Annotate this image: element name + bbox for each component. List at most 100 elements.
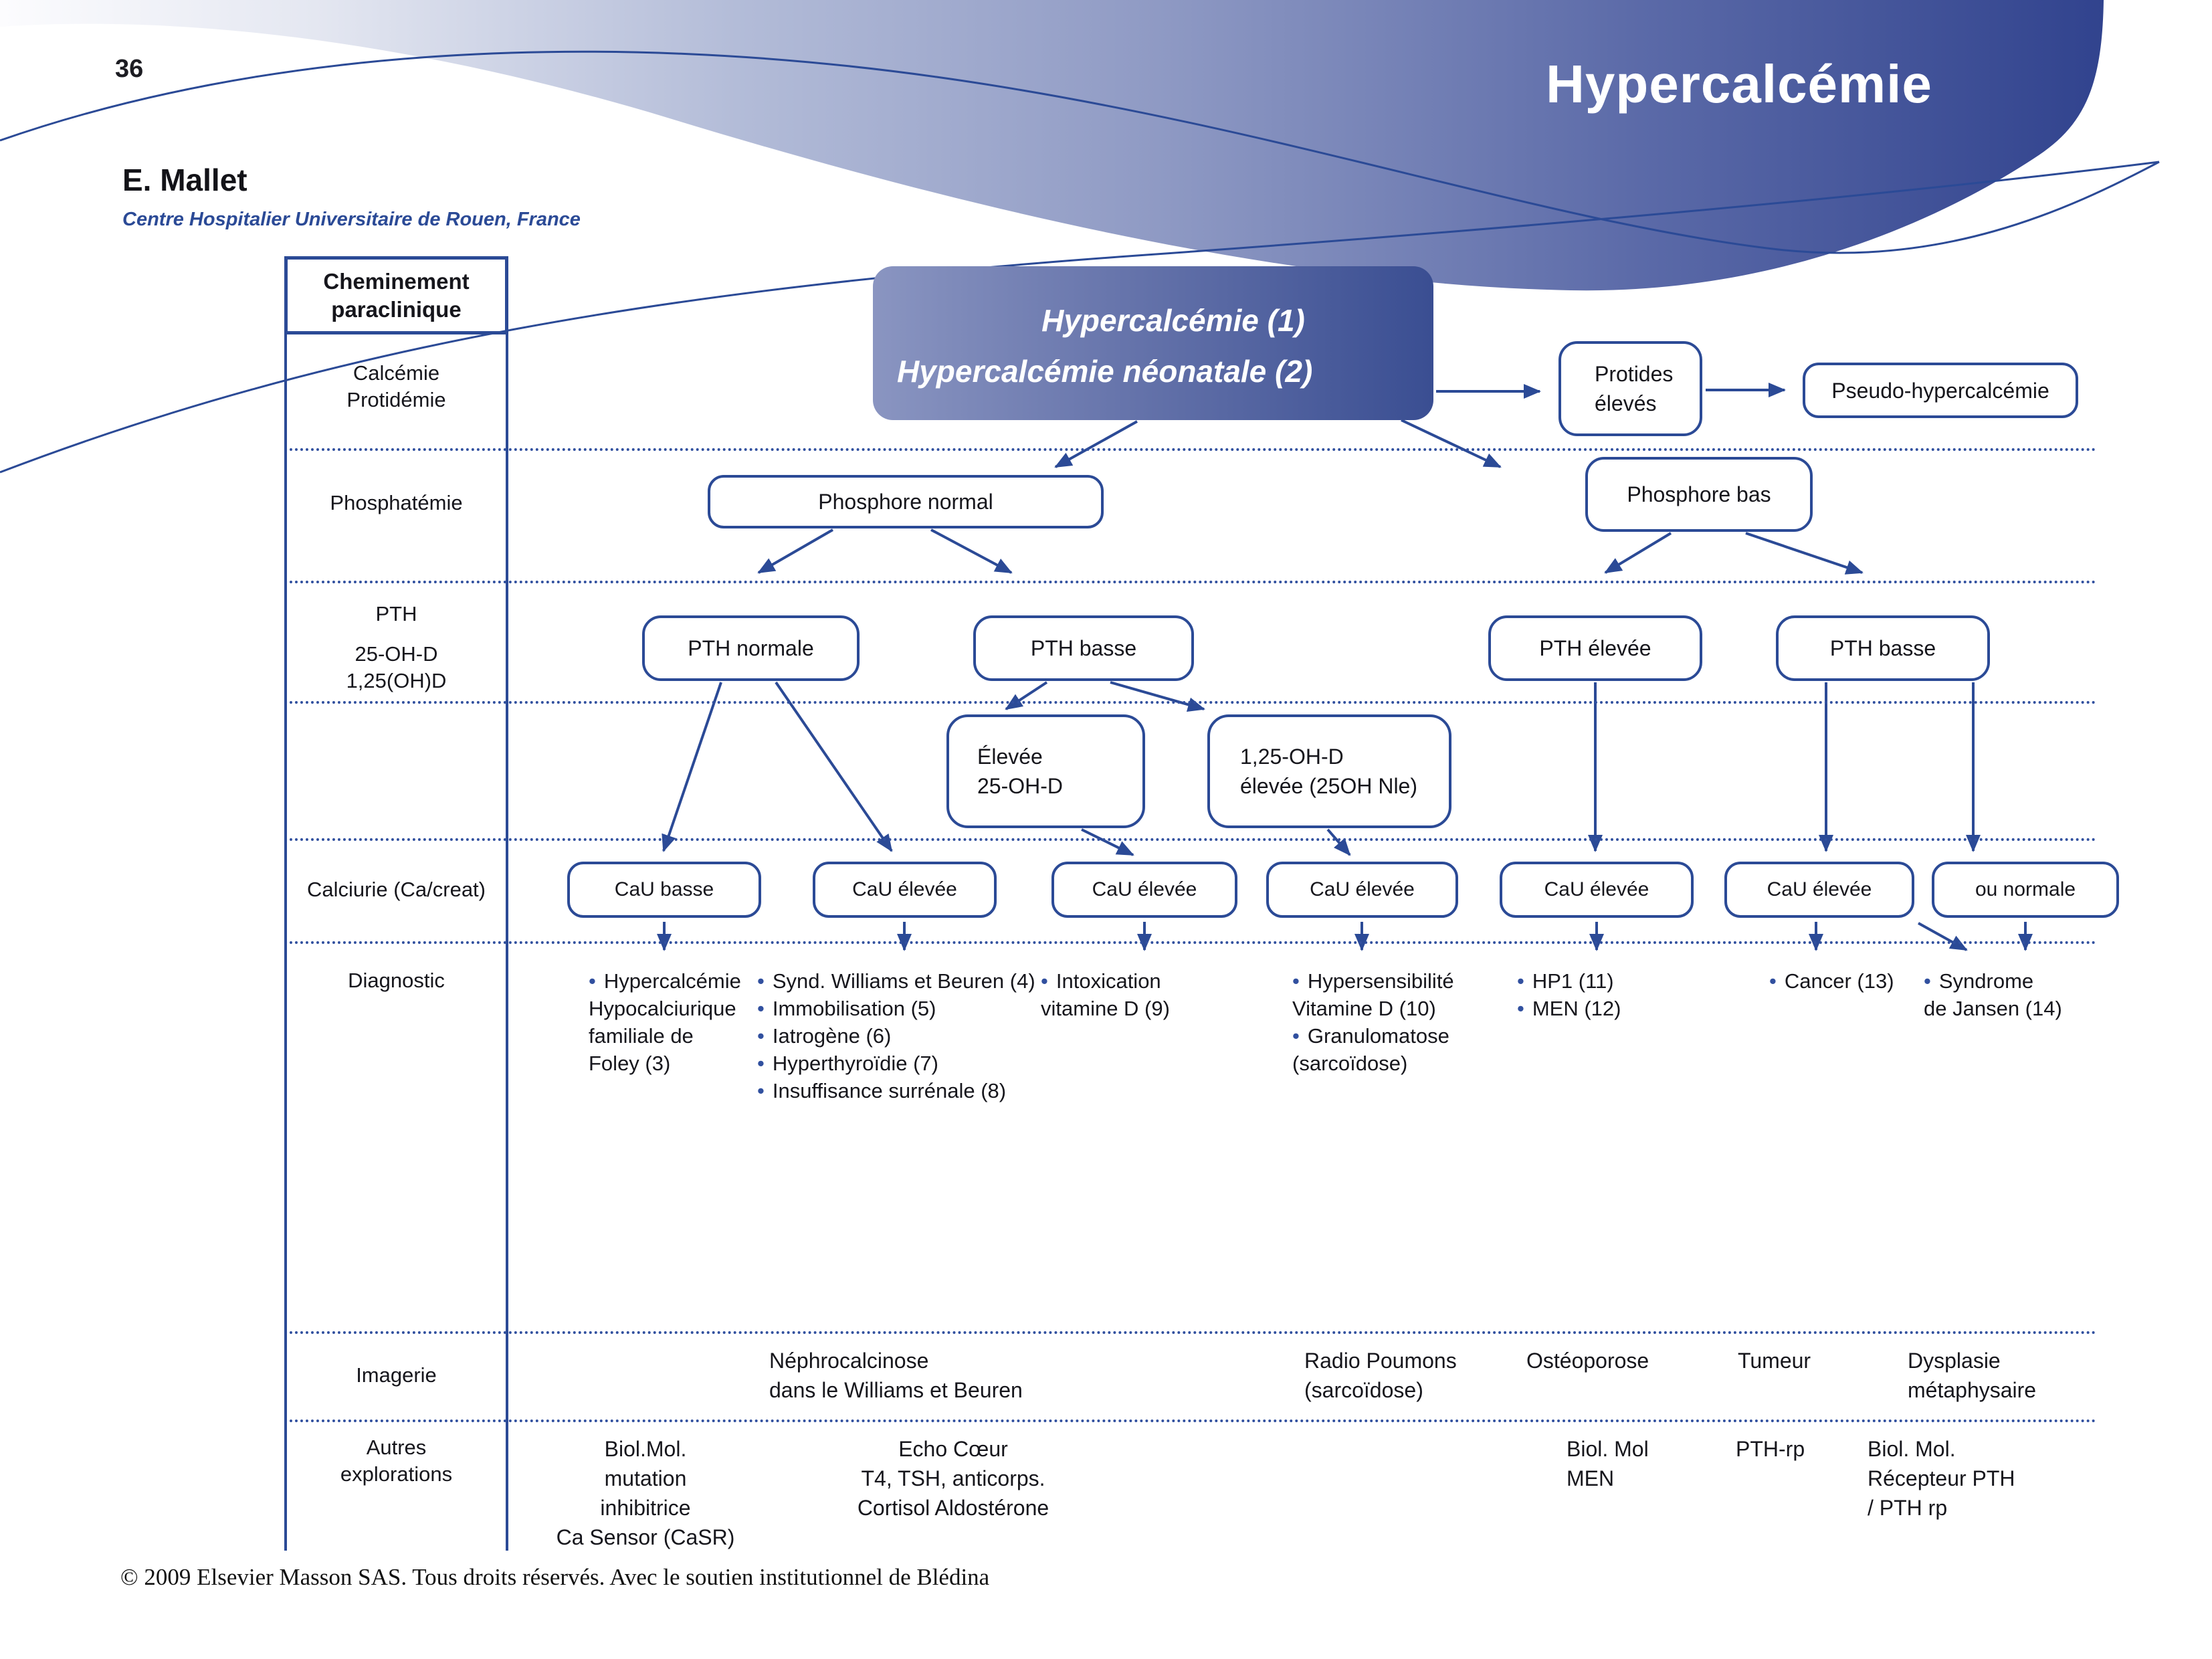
list-item: Vitamine D (10) bbox=[1292, 997, 1436, 1020]
list-item: •Insuffisance surrénale (8) bbox=[757, 1079, 1007, 1102]
list-item: •MEN (12) bbox=[1517, 997, 1621, 1020]
row-separator-3 bbox=[284, 701, 2097, 704]
bullet-icon: • bbox=[1517, 997, 1524, 1020]
row-label-calcemie: Calcémie Protidémie bbox=[346, 361, 446, 411]
bullet-icon: • bbox=[1292, 1024, 1300, 1048]
autres-biolmol-casr: Biol.Mol. mutation inhibitrice Ca Sensor… bbox=[556, 1437, 735, 1549]
node-hypercalcemie-root: Hypercalcémie (1) Hypercalcémie néonatal… bbox=[873, 266, 1433, 420]
node-pth-basse-droite: PTH basse bbox=[1776, 615, 1990, 681]
diagnostic-list-4: •Hypersensibilité Vitamine D (10) •Granu… bbox=[1292, 967, 1493, 1077]
bullet-icon: • bbox=[1517, 969, 1524, 993]
imagerie-osteoporose: Ostéoporose bbox=[1526, 1349, 1649, 1373]
author-name: E. Mallet bbox=[122, 163, 247, 197]
arrow-pnormal-to-pth-basse bbox=[930, 528, 1013, 574]
arrow-pnormal-to-pth-normale bbox=[757, 528, 833, 574]
node-cau-basse: CaU basse bbox=[567, 862, 761, 918]
list-item: (sarcoïdose) bbox=[1292, 1052, 1408, 1075]
arrow-125ohd-to-cau4 bbox=[1326, 828, 1351, 856]
autres-pth-rp: PTH-rp bbox=[1736, 1437, 1805, 1461]
node-cau-elevee-2: CaU élevée bbox=[1051, 862, 1237, 918]
autres-biolmol-men: Biol. Mol MEN bbox=[1567, 1437, 1649, 1490]
author-affiliation: Centre Hospitalier Universitaire de Roue… bbox=[122, 209, 581, 230]
node-phosphore-normal: Phosphore normal bbox=[708, 475, 1104, 528]
node-ou-normale: ou normale bbox=[1932, 862, 2119, 918]
diagnostic-list-2: •Synd. Williams et Beuren (4) •Immobilis… bbox=[757, 967, 1038, 1104]
node-cau-elevee-3: CaU élevée bbox=[1266, 862, 1458, 918]
row-label-calciurie: Calciurie (Ca/creat) bbox=[306, 878, 486, 901]
node-pth-normale: PTH normale bbox=[642, 615, 860, 681]
diagnostic-list-1: •Hypercalcémie Hypocalciurique familiale… bbox=[589, 967, 763, 1077]
diagnostic-list-7: •Syndrome de Jansen (14) bbox=[1924, 967, 2098, 1022]
bullet-icon: • bbox=[757, 969, 765, 993]
node-cau-elevee-4: CaU élevée bbox=[1500, 862, 1694, 918]
list-item: Hypocalciurique bbox=[589, 997, 736, 1020]
row-label-phosphatemie: Phosphatémie bbox=[330, 491, 463, 514]
node-phosphore-bas: Phosphore bas bbox=[1585, 457, 1813, 532]
node-pth-basse-centre: PTH basse bbox=[973, 615, 1194, 681]
table-right-border bbox=[506, 334, 508, 1551]
arrow-pbas-to-pth-basse-droite bbox=[1745, 532, 1864, 575]
arrow-cau6-to-jansen bbox=[1918, 922, 1968, 951]
row-label-pth: PTH bbox=[375, 602, 417, 625]
bullet-icon: • bbox=[1292, 969, 1300, 993]
list-item: •Synd. Williams et Beuren (4) bbox=[757, 969, 1035, 993]
row-label-diagnostic: Diagnostic bbox=[348, 969, 445, 992]
list-item: de Jansen (14) bbox=[1924, 997, 2062, 1020]
bullet-icon: • bbox=[757, 1024, 765, 1048]
autres-echo-coeur: Echo Cœur T4, TSH, anticorps. Cortisol A… bbox=[857, 1437, 1049, 1520]
list-item: •Hypercalcémie bbox=[589, 969, 741, 993]
imagerie-dysplasie: Dysplasie métaphysaire bbox=[1908, 1349, 2037, 1402]
row-label-vitd: 25-OH-D 1,25(OH)D bbox=[346, 642, 447, 692]
root-line-1: Hypercalcémie (1) bbox=[1041, 303, 1305, 338]
arrow-pth-normale-to-cau2 bbox=[775, 681, 893, 852]
node-protides-eleves: Protides élevés bbox=[1559, 341, 1702, 436]
banner-blob bbox=[0, 0, 2104, 291]
arrow-root-to-phosphore-bas bbox=[1401, 419, 1502, 468]
list-item: •Syndrome bbox=[1924, 969, 2034, 993]
list-item: •Hyperthyroïdie (7) bbox=[757, 1052, 938, 1075]
row-label-imagerie: Imagerie bbox=[356, 1363, 437, 1387]
imagerie-tumeur: Tumeur bbox=[1738, 1349, 1811, 1373]
slide-title: Hypercalcémie bbox=[1546, 54, 1932, 114]
node-cau-elevee-5: CaU élevée bbox=[1724, 862, 1914, 918]
bullet-icon: • bbox=[1769, 969, 1777, 993]
node-cau-elevee-1: CaU élevée bbox=[813, 862, 997, 918]
table-left-border bbox=[284, 334, 287, 1551]
copyright-line: © 2009 Elsevier Masson SAS. Tous droits … bbox=[120, 1564, 990, 1590]
list-item: •Cancer (13) bbox=[1769, 969, 1894, 993]
list-item: •Immobilisation (5) bbox=[757, 997, 936, 1020]
arrow-pbas-to-pth-elevee bbox=[1604, 532, 1672, 574]
list-item: •Intoxication bbox=[1041, 969, 1161, 993]
row-separator-5 bbox=[284, 941, 2097, 944]
arrow-pth-normale-to-cau1 bbox=[662, 682, 722, 852]
diagnostic-list-5: •HP1 (11) •MEN (12) bbox=[1517, 967, 1664, 1022]
list-item: vitamine D (9) bbox=[1041, 997, 1170, 1020]
list-item: •Hypersensibilité bbox=[1292, 969, 1454, 993]
bullet-icon: • bbox=[757, 1079, 765, 1102]
bullet-icon: • bbox=[757, 1052, 765, 1075]
bullet-icon: • bbox=[757, 997, 765, 1020]
arrow-pth-basse-to-125ohd bbox=[1110, 681, 1205, 712]
bullet-icon: • bbox=[1041, 969, 1048, 993]
arrow-root-to-phosphore-normal bbox=[1054, 420, 1138, 468]
node-pseudo-hypercalcemie: Pseudo-hypercalcémie bbox=[1803, 363, 2078, 418]
list-item: •HP1 (11) bbox=[1517, 969, 1614, 993]
imagerie-nephrocalcinose: Néphrocalcinose dans le Williams et Beur… bbox=[769, 1349, 1023, 1402]
root-line-2: Hypercalcémie néonatale (2) bbox=[897, 354, 1313, 389]
row-separator-4 bbox=[284, 838, 2097, 841]
list-item: familiale de bbox=[589, 1024, 694, 1048]
row-separator-1 bbox=[284, 448, 2097, 451]
row-separator-2 bbox=[284, 581, 2097, 583]
row-label-autres: Autres explorations bbox=[340, 1436, 453, 1486]
imagerie-radio-poumons: Radio Poumons (sarcoïdose) bbox=[1304, 1349, 1457, 1402]
node-elevee-25ohd: Élevée 25-OH-D bbox=[946, 714, 1145, 828]
list-item: •Iatrogène (6) bbox=[757, 1024, 892, 1048]
bullet-icon: • bbox=[589, 969, 596, 993]
node-125ohd-elevee: 1,25-OH-D élevée (25OH Nle) bbox=[1207, 714, 1451, 828]
table-header-cheminement: Cheminement paraclinique bbox=[284, 256, 508, 334]
diagnostic-list-6: •Cancer (13) bbox=[1769, 967, 1916, 995]
list-item: Foley (3) bbox=[589, 1052, 671, 1075]
list-item: •Granulomatose bbox=[1292, 1024, 1449, 1048]
diagnostic-list-3: •Intoxication vitamine D (9) bbox=[1041, 967, 1215, 1022]
